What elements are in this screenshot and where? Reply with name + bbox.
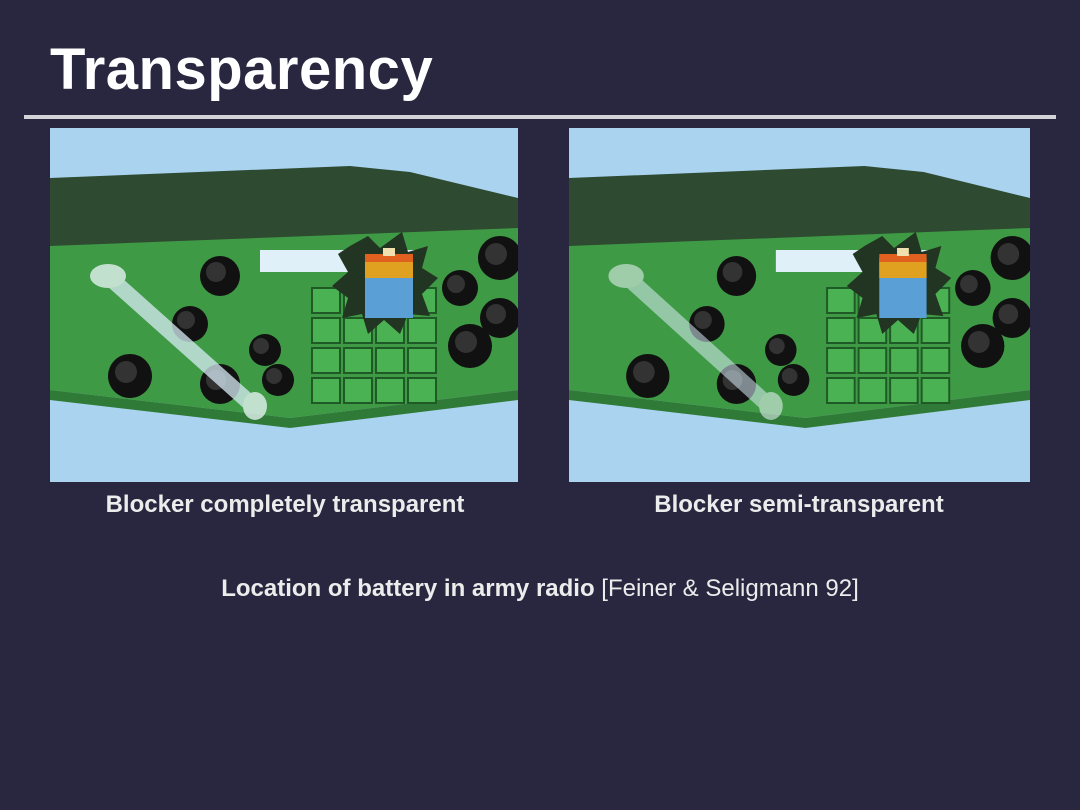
keypad-key <box>311 347 341 374</box>
keypad-key <box>857 377 888 404</box>
blocker-rod <box>90 264 267 420</box>
keypad-key <box>920 317 951 344</box>
keypad-key <box>407 317 437 344</box>
keypad-key <box>889 347 919 374</box>
radio-front-edge <box>50 390 518 428</box>
radio-front-edge <box>569 390 1030 428</box>
keypad-key <box>343 377 373 404</box>
keypad-key <box>375 347 405 374</box>
blocker-rod <box>608 264 783 420</box>
keypad-key <box>826 287 856 314</box>
title-divider <box>24 115 1056 119</box>
keypad-key <box>343 347 373 374</box>
keypad-key <box>826 377 856 404</box>
keypad-key <box>407 347 437 374</box>
figure-semi-transparent-blocker <box>569 128 1030 482</box>
figure-transparent-blocker <box>50 128 518 482</box>
radio-top <box>50 166 518 248</box>
figure-caption-left: Blocker completely transparent <box>105 491 465 518</box>
radio-top <box>569 166 1030 248</box>
keypad-key <box>889 377 919 404</box>
footer-citation: [Feiner & Seligmann 92] <box>601 575 859 602</box>
keypad-key <box>826 317 856 344</box>
keypad-key <box>311 287 341 314</box>
keypad-key <box>857 347 888 374</box>
slide-footer: Location of battery in army radio [Feine… <box>0 575 1080 603</box>
keypad-key <box>407 377 437 404</box>
keypad-key <box>826 347 856 374</box>
keypad-key <box>311 317 341 344</box>
keypad-key <box>920 377 951 404</box>
keypad-key <box>920 347 951 374</box>
figure-caption-right: Blocker semi-transparent <box>654 491 944 518</box>
keypad-key <box>311 377 341 404</box>
keypad-key <box>375 377 405 404</box>
slide-title: Transparency <box>50 37 434 102</box>
footer-description: Location of battery in army radio <box>221 575 595 602</box>
